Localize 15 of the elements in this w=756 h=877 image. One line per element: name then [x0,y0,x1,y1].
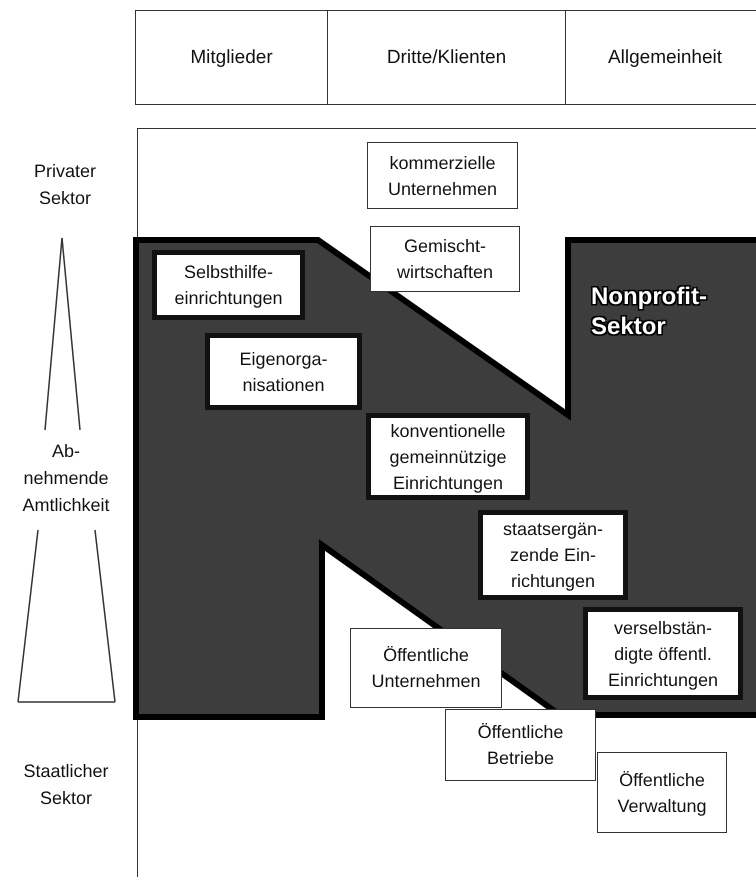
header-cell: Mitglieder [135,10,328,105]
sector-title: Nonprofit- Sektor [591,282,708,342]
category-box: Gemischt- wirtschaften [370,226,520,292]
category-box: kommerzielle Unternehmen [367,142,518,209]
category-box: Eigenorga- nisationen [205,333,362,410]
category-box: Öffentliche Verwaltung [597,752,727,833]
category-box: verselbstän- digte öffentl. Einrichtungen [583,607,743,700]
category-box: Öffentliche Betriebe [445,709,596,781]
category-box: Öffentliche Unternehmen [350,628,502,708]
sector-shape [133,237,756,720]
header-cell: Dritte/Klienten [327,10,566,105]
category-box: staatsergän- zende Ein- richtungen [478,510,628,600]
header-cell: Allgemeinheit [565,10,756,105]
category-box: Selbsthilfe- einrichtungen [152,250,305,320]
category-box: konventionelle gemeinnützige Einrichtungen [366,413,530,500]
